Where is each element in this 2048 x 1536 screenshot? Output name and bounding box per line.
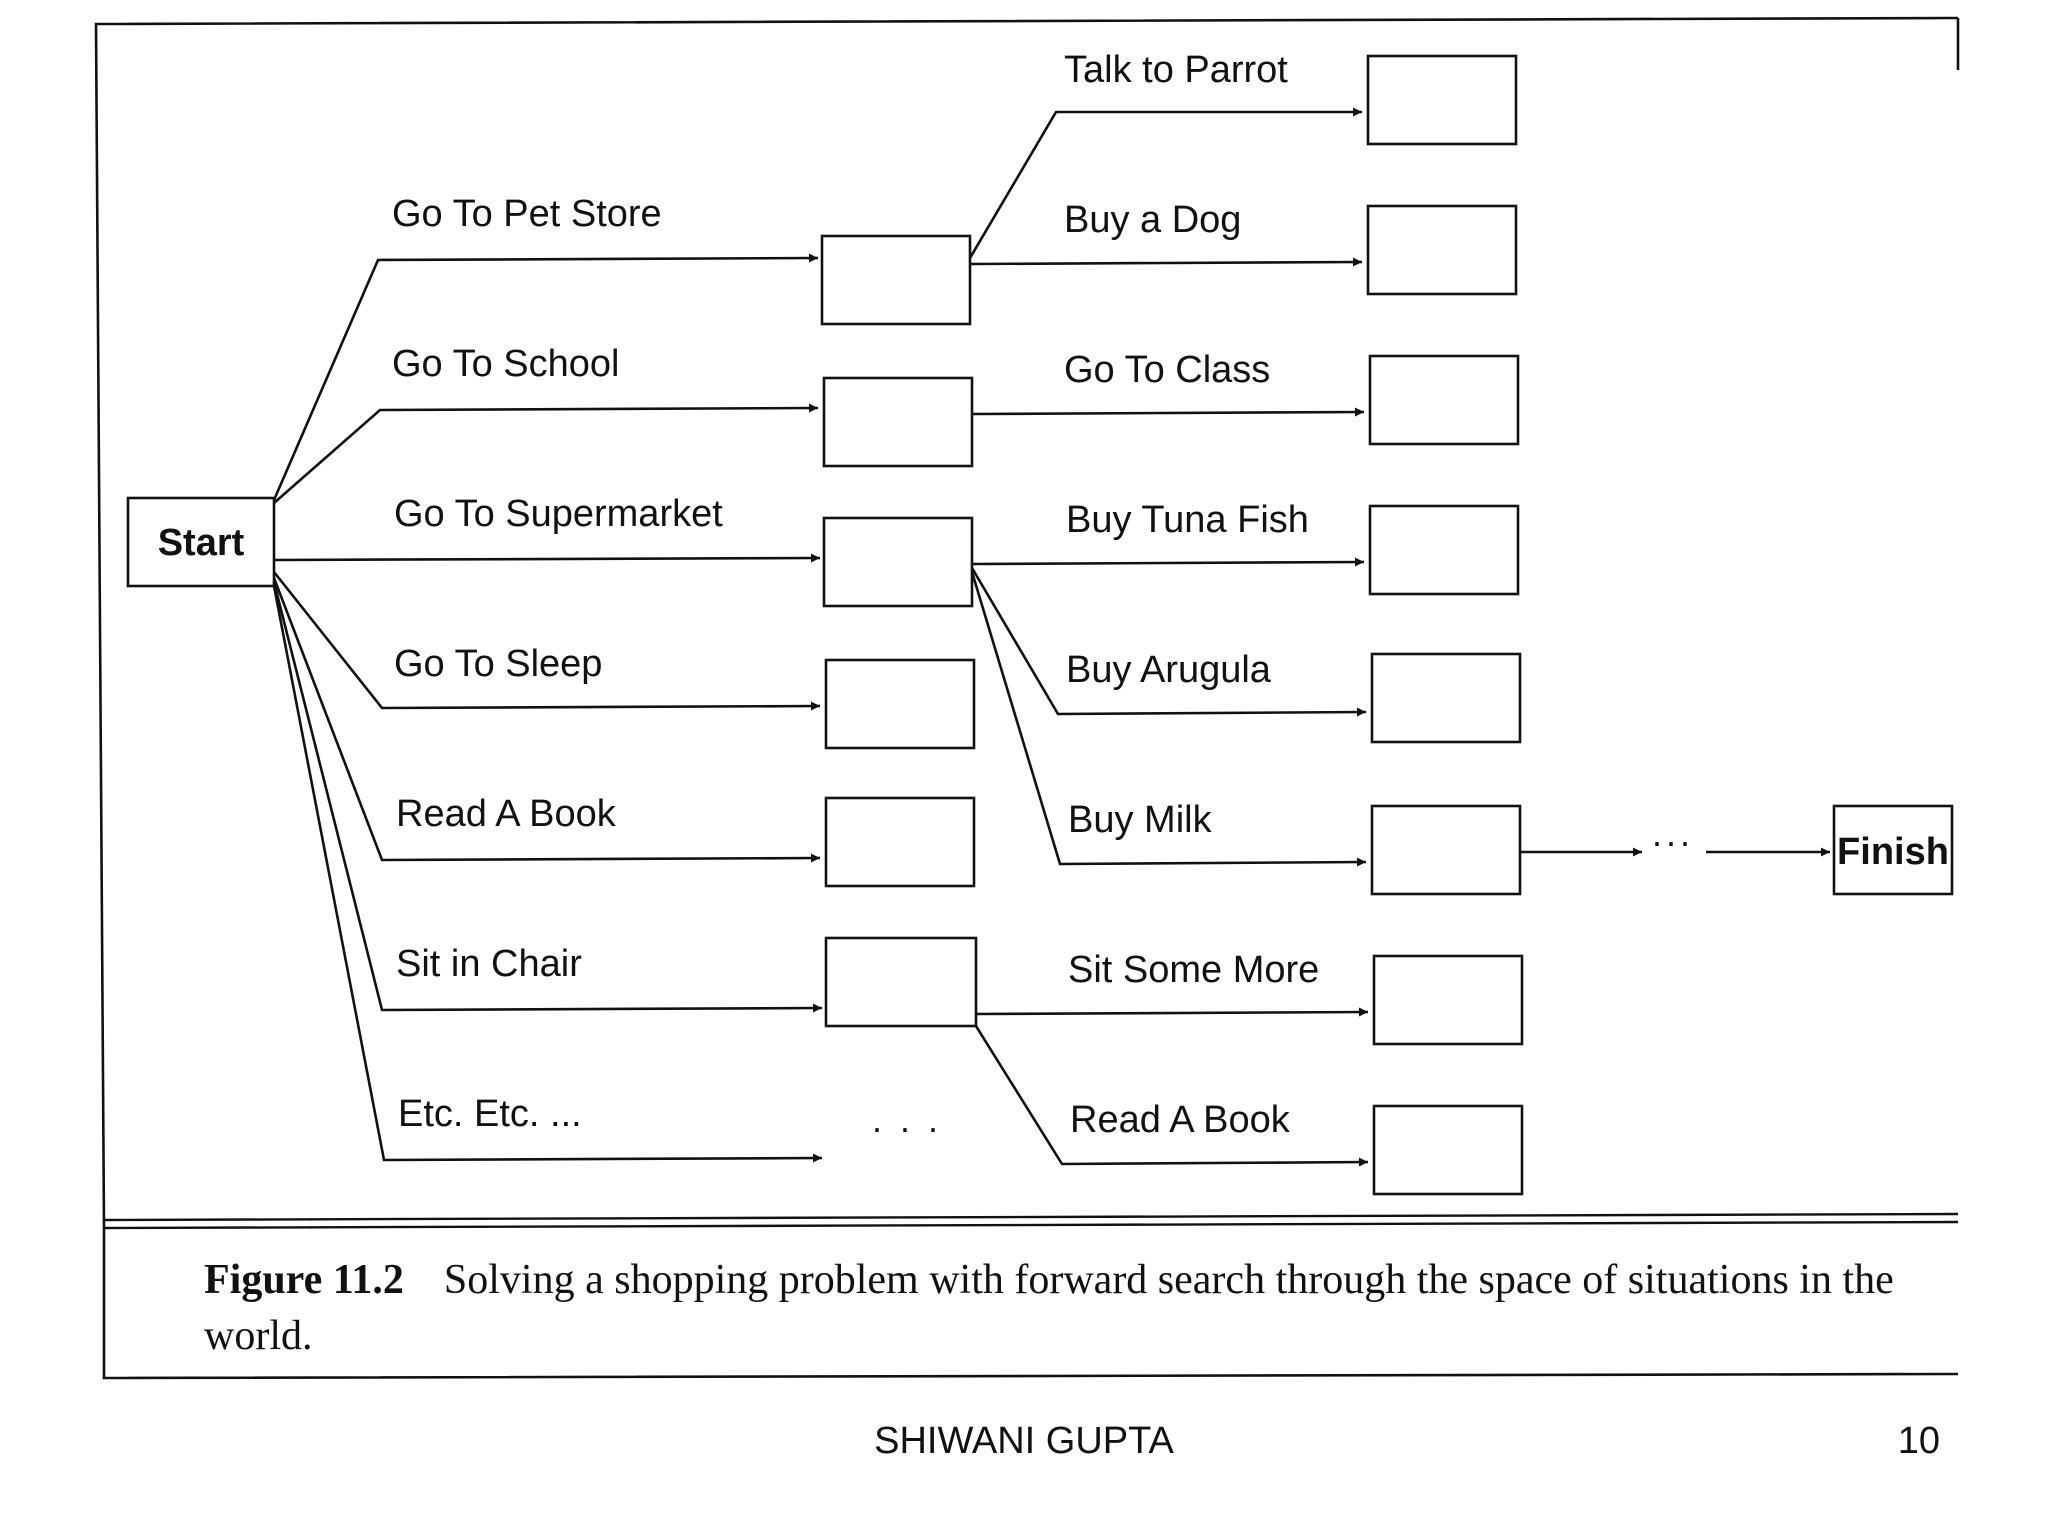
level1-edge-sit-chair: Sit in Chair	[272, 581, 823, 1013]
level2-edge-milk: Buy Milk	[970, 571, 1367, 867]
edge-label-go-to-supermarket: Go To Supermarket	[394, 493, 723, 535]
level1-edge-etc: Etc. Etc. ...	[272, 585, 823, 1163]
edge-label-go-to-school: Go To School	[392, 343, 619, 385]
figure-number: Figure 11.2	[204, 1257, 404, 1303]
state-box-school	[822, 376, 974, 468]
level2-edge-go-class: Go To Class	[971, 349, 1365, 417]
level1-edge-supermarket: Go To Supermarket	[273, 493, 821, 563]
state-box-sleep	[824, 658, 976, 750]
edge-label-talk-to-parrot: Talk to Parrot	[1064, 49, 1288, 91]
level1-edge-read-book: Read A Book	[272, 577, 821, 863]
level2-edge-talk-parrot: Talk to Parrot	[968, 49, 1362, 259]
state-box-pet-store	[820, 234, 972, 326]
edge-label-read-a-book-2: Read A Book	[1070, 1099, 1291, 1141]
caption-rule-top	[103, 1212, 1959, 1222]
finish-label: Finish	[1837, 831, 1949, 873]
state-box-sit-more	[1372, 954, 1524, 1046]
state-box-buy-dog	[1366, 204, 1518, 296]
finish-node	[1832, 804, 1954, 896]
edge-label-buy-milk: Buy Milk	[1068, 799, 1213, 841]
path-to-finish: ...	[1520, 813, 1830, 857]
edge-label-read-a-book: Read A Book	[396, 793, 617, 835]
caption-text: Solving a shopping problem with forward …	[204, 1257, 1894, 1359]
footer-author: SHIWANI GUPTA	[874, 1420, 1174, 1462]
edge-label-buy-tuna-fish: Buy Tuna Fish	[1066, 499, 1309, 541]
state-box-talk-parrot	[1366, 54, 1518, 146]
state-box-read-book	[824, 796, 976, 888]
edge-label-sit-in-chair: Sit in Chair	[396, 943, 582, 985]
frame-border	[94, 16, 1959, 1229]
start-node	[126, 496, 276, 588]
edge-label-go-to-pet-store: Go To Pet Store	[392, 193, 662, 235]
caption-frame	[102, 1228, 1959, 1380]
start-label: Start	[158, 522, 245, 564]
level1-edge-school: Go To School	[273, 343, 819, 504]
state-box-arugula	[1370, 652, 1522, 744]
caption-rule-mid	[103, 1220, 1959, 1230]
edge-label-go-to-class: Go To Class	[1064, 349, 1270, 391]
state-box-milk	[1370, 804, 1522, 896]
edge-label-etc: Etc. Etc. ...	[398, 1093, 582, 1135]
state-box-read-book-2	[1372, 1104, 1524, 1196]
pending-states-ellipsis: . . .	[872, 1099, 942, 1140]
state-box-sit-chair	[824, 936, 978, 1028]
level2-edge-read-book: Read A Book	[974, 1025, 1369, 1167]
path-ellipsis: ...	[1652, 813, 1694, 854]
level2-edge-buy-dog: Buy a Dog	[969, 199, 1363, 267]
edge-label-buy-a-dog: Buy a Dog	[1064, 199, 1241, 241]
state-box-go-class	[1368, 354, 1520, 446]
level2-edge-tuna: Buy Tuna Fish	[971, 499, 1365, 567]
level2-edge-sit-more: Sit Some More	[975, 949, 1369, 1017]
state-box-tuna	[1368, 504, 1520, 596]
edge-label-sit-some-more: Sit Some More	[1068, 949, 1319, 991]
level2-edge-arugula: Buy Arugula	[970, 567, 1367, 717]
state-box-supermarket	[822, 516, 974, 608]
page-number: 10	[1897, 1420, 1940, 1462]
level1-edge-sleep: Go To Sleep	[272, 571, 821, 711]
edge-label-go-to-sleep: Go To Sleep	[394, 643, 602, 685]
edge-label-buy-arugula: Buy Arugula	[1066, 649, 1272, 691]
level1-edge-pet-store: Go To Pet Store	[272, 193, 819, 501]
